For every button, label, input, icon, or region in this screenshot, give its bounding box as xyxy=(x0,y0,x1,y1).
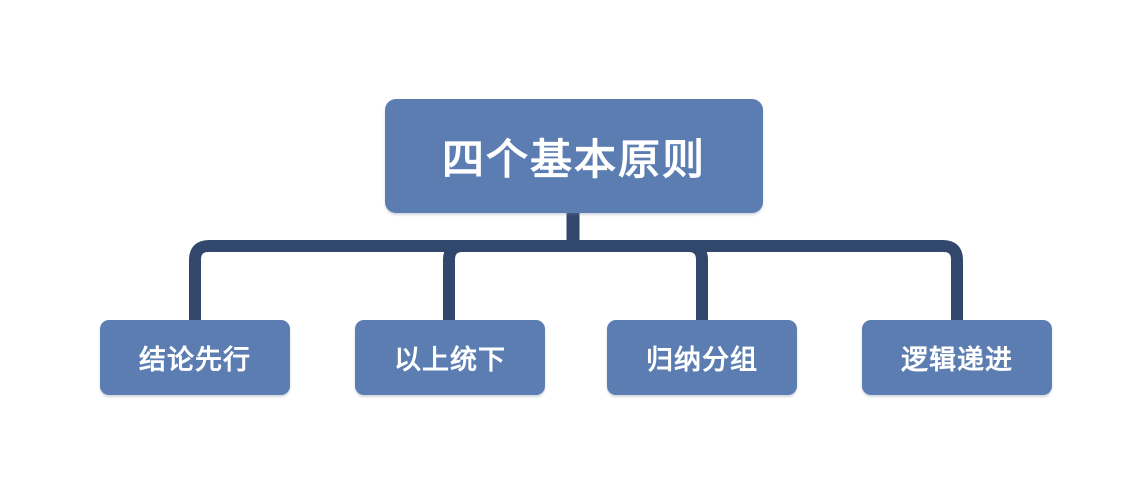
node-root-label: 四个基本原则 xyxy=(441,135,706,183)
node-child-inductive-grouping: 归纳分组 xyxy=(607,320,797,395)
node-child-label: 结论先行 xyxy=(139,345,251,375)
node-root: 四个基本原则 xyxy=(385,99,763,213)
connector-to-child-3 xyxy=(573,240,708,321)
node-child-logical-progression: 逻辑递进 xyxy=(862,320,1052,395)
connector-to-child-4 xyxy=(573,240,963,321)
node-child-label: 归纳分组 xyxy=(646,345,758,375)
node-child-top-governs-bottom: 以上统下 xyxy=(355,320,545,395)
connector-to-child-1 xyxy=(189,240,573,321)
node-child-label: 以上统下 xyxy=(394,345,506,375)
node-child-label: 逻辑递进 xyxy=(901,345,1013,375)
connector-to-child-2 xyxy=(443,240,573,321)
node-child-conclusion-first: 结论先行 xyxy=(100,320,290,395)
